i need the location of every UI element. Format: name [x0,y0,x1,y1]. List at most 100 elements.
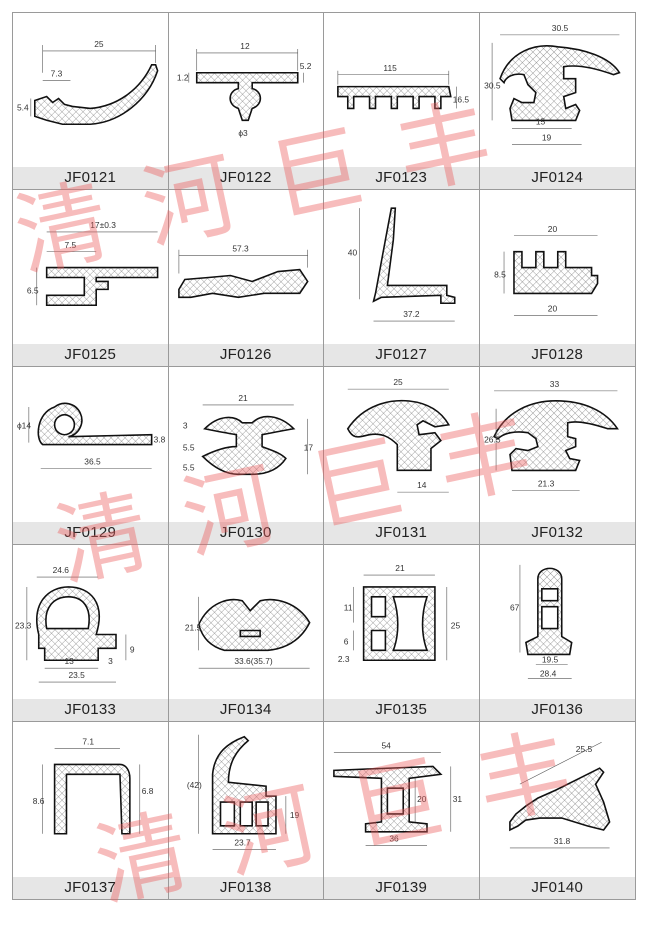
dimension-label: 9 [130,644,135,654]
product-code: JF0132 [479,521,635,544]
dimension-label: 2.3 [338,654,350,664]
dimension-label: 23.7 [234,837,251,847]
profile-drawing: 115 16.5 [337,63,470,110]
dimension-label: ϕ14 [17,421,31,431]
profile-cell-jf0121: 25 7.3 5.4 JF0121 [13,13,169,191]
product-code: JF0123 [324,167,479,190]
product-code: JF0136 [479,698,635,721]
dimension-label: 20 [547,304,557,314]
product-code: JF0127 [324,344,479,367]
profile-drawing: 54 20 31 36 [333,740,462,846]
dimension-label: 115 [383,63,397,73]
dimension-label: 3.8 [154,435,166,445]
dimension-label: 57.3 [232,244,249,254]
profile-cell-jf0122: 12 1.2 5.2 ϕ3 JF0122 [168,13,324,191]
product-code: JF0124 [479,167,635,190]
profile-drawing: 25 14 [346,378,451,493]
profile-cell-jf0125: 17±0.3 7.5 6.5 JF0125 [13,190,169,368]
dimension-label: 25.5 [575,744,592,754]
profile-cell-jf0135: 21 11 25 6 2.3 JF0135 [324,544,480,722]
profile-cell-jf0140: 25.5 31.8 JF0140 [479,722,635,899]
dimension-label: 5.5 [182,443,194,453]
profile-drawing: 33 26.5 21.3 [484,379,619,492]
dimension-label: 25 [393,378,403,388]
dimension-label: 30.5 [484,81,501,91]
dimension-label: 21.5 [184,622,201,632]
product-code: JF0137 [13,876,168,899]
dimension-label: 31.8 [553,836,570,846]
dimension-label: 17±0.3 [90,220,116,230]
product-code: JF0121 [13,167,168,190]
dimension-label: 5.5 [182,463,194,473]
dimension-label: 6.8 [142,786,154,796]
dimension-label: 30.5 [551,23,568,33]
product-code: JF0128 [479,344,635,367]
profile-cell-jf0127: 40 37.2 JF0127 [324,190,480,368]
profile-drawing: 20 8.5 20 [494,224,598,316]
dimension-label: 13 [65,656,75,666]
profile-drawing: 25.5 31.8 [508,741,610,849]
dimension-label: 7.3 [51,69,63,79]
dimension-label: 15 [535,116,545,126]
profile-drawing: 25 7.3 5.4 [17,39,159,126]
dimension-label: 8.6 [33,796,45,806]
product-code: JF0122 [168,167,323,190]
dimension-label: 36 [389,833,399,843]
product-code: JF0134 [168,698,323,721]
dimension-label: 19 [289,810,299,820]
dimension-label: 28.4 [539,668,556,678]
profile-drawing: 40 37.2 [348,207,456,322]
profile-cell-jf0126: 57.3 JF0126 [168,190,324,368]
profile-cell-jf0132: 33 26.5 21.3 JF0132 [479,367,635,545]
product-code: JF0135 [324,698,479,721]
dimension-label: 23.3 [15,620,32,630]
product-code: JF0130 [168,521,323,544]
profile-cell-jf0131: 25 14 JF0131 [324,367,480,545]
profile-drawing: 57.3 [177,244,309,299]
dimension-label: 7.1 [82,736,94,746]
dimension-label: 54 [381,740,391,750]
profile-drawing: 21 3 5.5 5.5 17 [182,393,313,476]
dimension-label: ϕ3 [238,128,248,138]
profile-cell-jf0139: 54 20 31 36 JF0139 [324,721,480,899]
dimension-label: 6.5 [27,286,39,296]
dimension-label: 14 [417,481,427,491]
profile-drawing: (42) 19 23.7 [186,734,299,850]
dimension-label: 37.2 [403,309,420,319]
product-code: JF0139 [324,876,479,899]
dimension-label: 40 [348,248,358,258]
profile-cell-jf0138: (42) 19 23.7 JF0138 [168,721,324,899]
dimension-label: 67 [509,602,519,612]
dimension-label: 17 [303,443,313,453]
dimension-label: 19.5 [541,654,558,664]
dimension-label: 5.2 [299,61,311,71]
dimension-label: 1.2 [176,73,188,83]
dimension-label: 23.5 [68,670,85,680]
product-code: JF0126 [168,344,323,367]
profile-cell-jf0134: 21.5 33.6(35.7) JF0134 [168,544,324,722]
dimension-label: 24.6 [53,565,70,575]
profile-drawing: 7.1 8.6 6.8 [33,736,154,835]
profile-cell-jf0133: 24.6 23.3 9 13 3 23.5 JF0133 [13,544,169,722]
profile-drawing: 17±0.3 7.5 6.5 [27,220,159,307]
product-code: JF0129 [13,521,168,544]
profile-drawing: 24.6 23.3 9 13 3 23.5 [15,565,135,682]
dimension-label: 20 [547,224,557,234]
dimension-label: 3 [182,421,187,431]
dimension-label: 26.5 [484,435,501,445]
dimension-label: 25 [94,39,104,49]
profile-drawing: 30.5 30.5 15 19 [484,23,621,145]
dimension-label: 21 [238,393,248,403]
dimension-label: 25 [451,620,461,630]
dimension-label: 21 [395,563,405,573]
dimension-label: 12 [240,41,250,51]
dimension-label: 21.3 [537,479,554,489]
profile-catalog-grid: 25 7.3 5.4 JF0121 12 1.2 5.2 ϕ3 JF0122 [12,12,636,900]
product-code: JF0125 [13,344,168,367]
dimension-label: 6 [344,636,349,646]
profile-drawing: 21 11 25 6 2.3 [338,563,461,664]
dimension-label: 11 [344,602,353,612]
profile-cell-jf0128: 20 8.5 20 JF0128 [479,190,635,368]
dimension-label: 16.5 [453,94,470,104]
dimension-label: 19 [541,132,551,142]
